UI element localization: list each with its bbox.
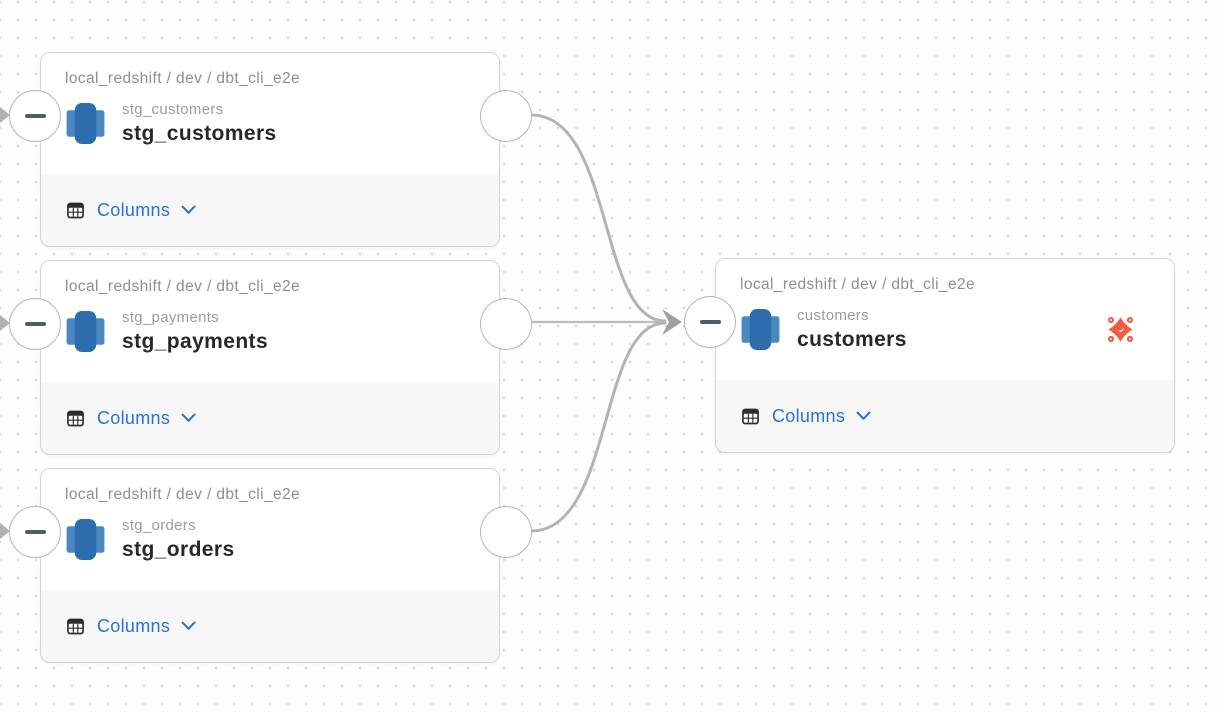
offscreen-edge-arrow xyxy=(0,315,10,331)
chevron-down-icon xyxy=(181,205,196,214)
breadcrumb: local_redshift / dev / dbt_cli_e2e xyxy=(65,70,301,87)
breadcrumb: local_redshift / dev / dbt_cli_e2e xyxy=(740,276,976,293)
table-icon xyxy=(742,408,759,424)
node-subtitle: customers xyxy=(797,307,869,324)
collapse-upstream-toggle[interactable] xyxy=(9,506,61,558)
collapse-upstream-toggle[interactable] xyxy=(684,296,736,348)
collapse-upstream-toggle[interactable] xyxy=(9,298,61,350)
edge-arrowhead xyxy=(662,309,682,335)
edge-stg_orders-to-customers xyxy=(529,321,667,533)
node-subtitle: stg_orders xyxy=(122,517,196,534)
node-header: local_redshift / dev / dbt_cli_e2e stg_o… xyxy=(41,469,499,562)
node-header: local_redshift / dev / dbt_cli_e2e stg_p… xyxy=(41,261,499,354)
node-footer: Columns xyxy=(41,382,499,454)
columns-expander[interactable]: Columns xyxy=(740,406,871,427)
columns-label: Columns xyxy=(772,405,846,426)
node-footer: Columns xyxy=(41,174,499,246)
minus-icon xyxy=(24,114,46,118)
node-title: stg_orders xyxy=(122,538,235,561)
chevron-down-icon xyxy=(181,621,196,630)
node-customers[interactable]: local_redshift / dev / dbt_cli_e2e custo… xyxy=(684,258,1175,453)
table-icon xyxy=(67,618,84,634)
collapse-upstream-toggle[interactable] xyxy=(9,90,61,142)
redshift-icon xyxy=(66,519,105,560)
redshift-icon xyxy=(66,103,105,144)
node-subtitle: stg_payments xyxy=(122,309,219,326)
node-stg-customers[interactable]: local_redshift / dev / dbt_cli_e2e stg_c… xyxy=(9,52,532,247)
node-footer: Columns xyxy=(716,380,1174,452)
columns-expander[interactable]: Columns xyxy=(65,616,196,637)
node-title: customers xyxy=(797,328,907,351)
columns-label: Columns xyxy=(97,199,171,220)
downstream-port[interactable] xyxy=(480,298,532,350)
chevron-down-icon xyxy=(181,413,196,422)
columns-expander[interactable]: Columns xyxy=(65,200,196,221)
node-stg-payments[interactable]: local_redshift / dev / dbt_cli_e2e stg_p… xyxy=(9,260,532,455)
downstream-port[interactable] xyxy=(480,90,532,142)
minus-icon xyxy=(24,530,46,534)
node-subtitle: stg_customers xyxy=(122,101,224,118)
minus-icon xyxy=(24,322,46,326)
offscreen-edge-arrow xyxy=(0,107,10,123)
node-stg-orders[interactable]: local_redshift / dev / dbt_cli_e2e stg_o… xyxy=(9,468,532,663)
node-header: local_redshift / dev / dbt_cli_e2e stg_c… xyxy=(41,53,499,146)
minus-icon xyxy=(699,320,721,324)
node-title: stg_payments xyxy=(122,330,269,353)
edge-stg_customers-to-customers xyxy=(529,113,667,323)
breadcrumb: local_redshift / dev / dbt_cli_e2e xyxy=(65,486,301,503)
columns-expander[interactable]: Columns xyxy=(65,408,196,429)
node-header: local_redshift / dev / dbt_cli_e2e custo… xyxy=(716,259,1174,352)
dbt-icon xyxy=(1108,317,1133,342)
redshift-icon xyxy=(741,309,780,350)
redshift-icon xyxy=(66,311,105,352)
node-footer: Columns xyxy=(41,590,499,662)
table-icon xyxy=(67,202,84,218)
breadcrumb: local_redshift / dev / dbt_cli_e2e xyxy=(65,278,301,295)
offscreen-edge-arrow xyxy=(0,523,10,539)
columns-label: Columns xyxy=(97,615,171,636)
downstream-port[interactable] xyxy=(480,506,532,558)
chevron-down-icon xyxy=(856,411,871,420)
table-icon xyxy=(67,410,84,426)
node-title: stg_customers xyxy=(122,122,277,145)
columns-label: Columns xyxy=(97,407,171,428)
